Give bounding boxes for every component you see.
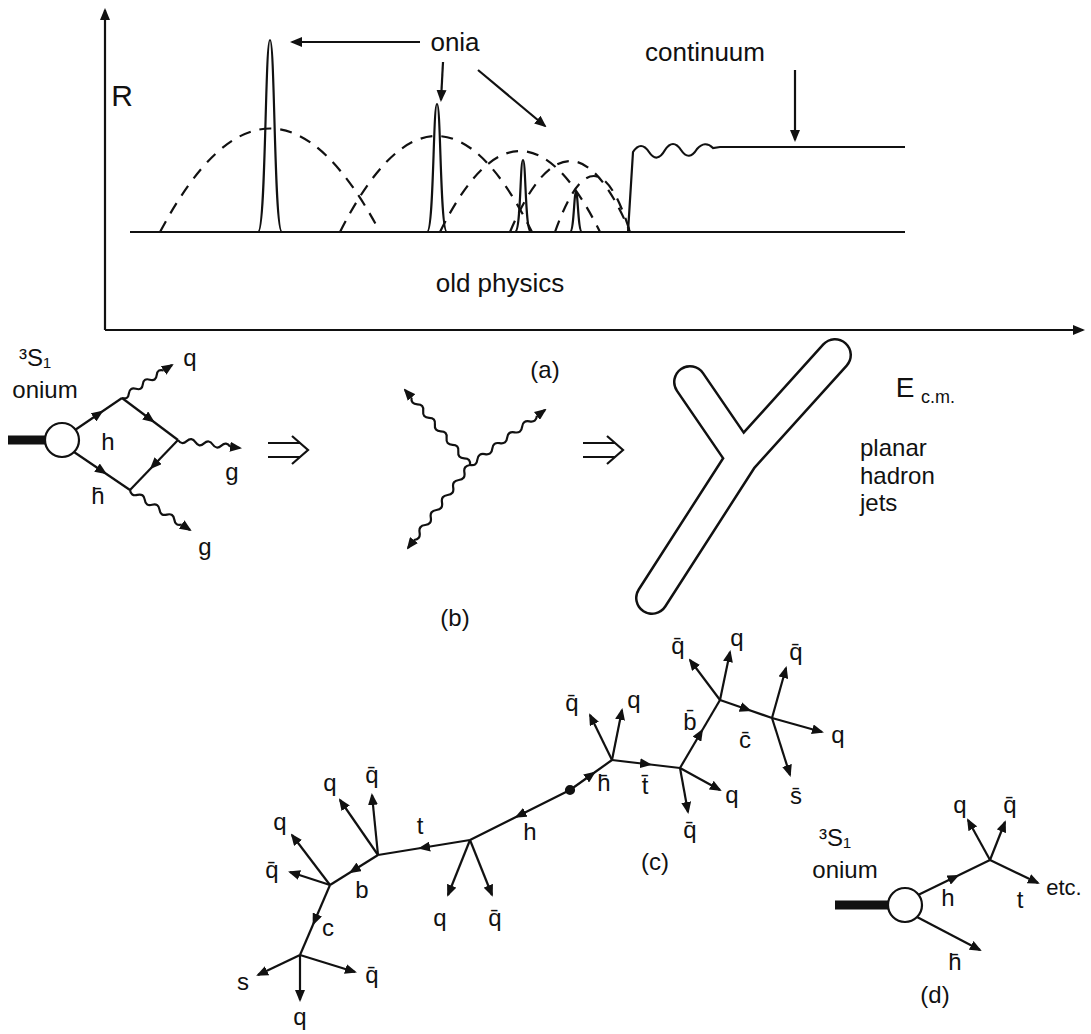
- line-stroke: [470, 790, 570, 840]
- plot-a: [105, 10, 1083, 330]
- label: c̄: [739, 727, 751, 753]
- label: q̄: [488, 905, 501, 931]
- label: c: [322, 915, 334, 941]
- label: t: [417, 813, 424, 839]
- line-stroke: [290, 872, 330, 885]
- line-stroke: [75, 398, 122, 430]
- line-stroke: [537, 410, 545, 416]
- line-stroke: [720, 652, 730, 700]
- label: b̄: [683, 709, 696, 735]
- line-stroke: [378, 840, 470, 855]
- line-stroke: [299, 955, 301, 1000]
- diagram-d: [835, 820, 1038, 950]
- line-stroke: [230, 447, 240, 448]
- line-stroke: [414, 465, 470, 540]
- label: q̄: [365, 962, 378, 988]
- line-stroke: [612, 710, 622, 760]
- label: q̄: [683, 817, 696, 843]
- label: q̄: [565, 690, 578, 716]
- label: q: [273, 809, 286, 835]
- line-stroke: [680, 768, 688, 812]
- label: g: [198, 534, 211, 560]
- label: q̄: [365, 762, 378, 788]
- label: ³S₁: [819, 825, 851, 851]
- label: b: [355, 877, 368, 903]
- line-stroke: [772, 718, 790, 775]
- label: h̄: [91, 483, 104, 509]
- label: h̄: [948, 949, 961, 975]
- line-stroke: [411, 398, 470, 465]
- label: E: [896, 373, 915, 404]
- label: q: [627, 687, 640, 713]
- line-stroke: [772, 668, 786, 718]
- label: q: [730, 625, 743, 651]
- line-stroke: [405, 390, 412, 398]
- line-stroke: [292, 835, 330, 885]
- line-stroke: [258, 955, 300, 975]
- line-stroke: [130, 440, 178, 490]
- line-stroke: [990, 822, 1005, 860]
- line-stroke: [330, 855, 378, 885]
- line-stroke: [182, 524, 190, 530]
- label: q: [293, 1004, 306, 1030]
- label: onia: [430, 28, 479, 57]
- label: q: [183, 345, 196, 371]
- label: q: [831, 722, 844, 748]
- diagram-c: [258, 652, 822, 1000]
- label: (c): [641, 849, 669, 875]
- line-stroke: [612, 760, 680, 768]
- line-stroke: [178, 439, 230, 447]
- label: etc.: [1046, 876, 1081, 900]
- line-stroke: [122, 370, 164, 398]
- label: t: [1017, 887, 1024, 913]
- label: q̄: [671, 633, 684, 659]
- line-stroke: [990, 860, 1038, 883]
- line-stroke: [772, 718, 822, 732]
- line-stroke: [680, 768, 720, 790]
- label: q̄: [1003, 792, 1016, 818]
- line-stroke: [470, 416, 537, 465]
- line-stroke: [968, 820, 990, 860]
- label: continuum: [645, 38, 765, 67]
- line-stroke: [720, 700, 772, 718]
- label: q̄: [789, 639, 802, 665]
- line-stroke: [122, 398, 178, 440]
- label: h: [101, 429, 114, 455]
- line-stroke: [164, 365, 172, 371]
- label: q̄: [265, 857, 278, 883]
- label: ³S₁: [19, 345, 51, 371]
- label: onium: [12, 377, 77, 403]
- label: s: [237, 969, 249, 995]
- label: onium: [812, 857, 877, 883]
- line-stroke: [448, 840, 470, 895]
- label: (b): [440, 605, 469, 631]
- label: s̄: [790, 783, 802, 809]
- label: old physics: [436, 269, 565, 298]
- line-stroke: [680, 700, 720, 768]
- label: (d): [920, 982, 949, 1008]
- label: planar hadron jets: [860, 434, 970, 517]
- label: t̄: [642, 773, 649, 799]
- line-stroke: [130, 490, 182, 525]
- line-stroke: [690, 660, 720, 700]
- label: c.m.: [921, 388, 955, 408]
- line-stroke: [300, 955, 355, 972]
- line-stroke: [372, 795, 378, 855]
- line-stroke: [590, 715, 612, 760]
- label: h: [941, 885, 954, 911]
- label: h̄: [597, 770, 610, 796]
- label: R: [111, 79, 133, 112]
- line-stroke: [917, 917, 980, 950]
- label: q: [433, 905, 446, 931]
- label: g: [225, 459, 238, 485]
- label: (a): [530, 357, 559, 383]
- line-stroke: [470, 840, 492, 895]
- label: q: [953, 792, 966, 818]
- label: q: [323, 770, 336, 796]
- diagram-b: [8, 355, 835, 598]
- line-stroke: [408, 540, 414, 548]
- label: q: [725, 782, 738, 808]
- label: h: [523, 819, 536, 845]
